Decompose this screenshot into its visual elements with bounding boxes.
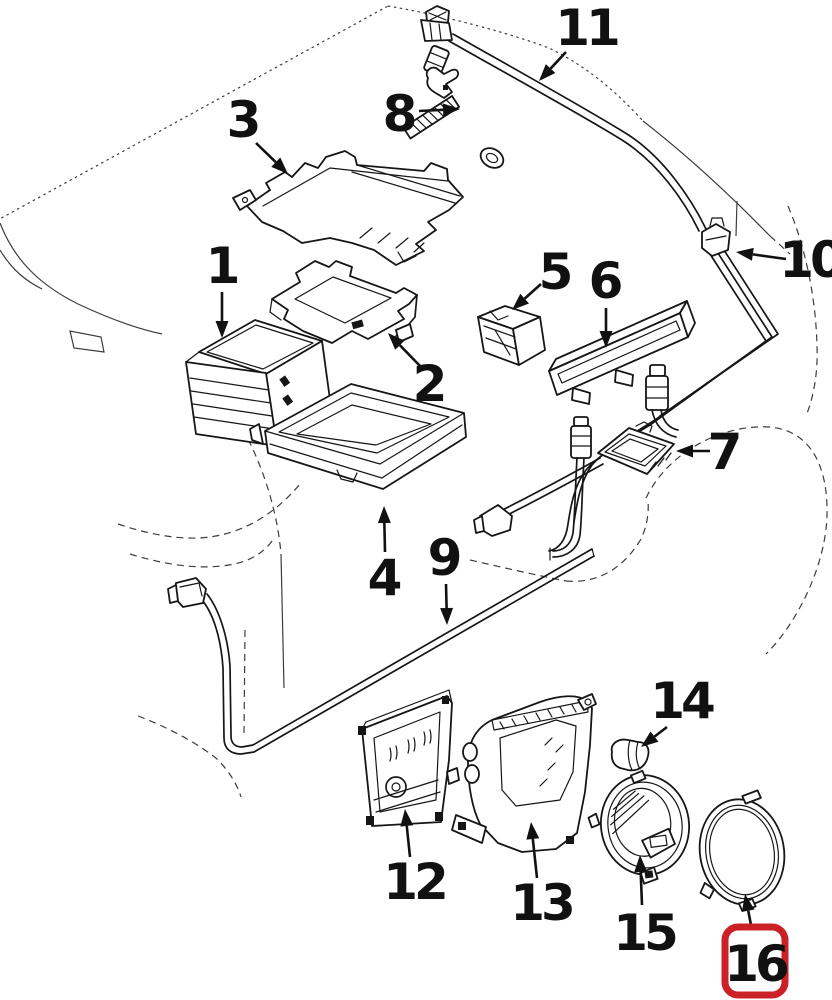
part-antenna-lead-wire [548,217,779,552]
part-trim-ring [698,789,786,912]
part-roof-bracket [232,150,464,266]
leader-line [418,108,444,113]
part-label-10[interactable]: 10 [736,231,832,289]
part-label-13[interactable]: 13 [510,822,576,932]
part-number: 2 [413,355,448,413]
part-number: 11 [555,0,618,57]
arrowhead-icon [634,855,648,873]
part-label-2[interactable]: 2 [388,333,447,413]
part-label-3[interactable]: 3 [227,91,288,174]
arrowhead-icon [377,506,391,524]
leader-line [653,725,668,738]
part-speaker-box [358,689,460,827]
part-label-6[interactable]: 6 [589,252,624,348]
part-small-module [477,305,546,366]
part-number: 6 [589,252,624,310]
leader-line [383,522,387,553]
part-label-5[interactable]: 5 [512,243,573,310]
leader-line [746,910,753,926]
part-label-12[interactable]: 12 [383,809,449,911]
part-number: 7 [708,423,743,481]
part-number: 3 [227,91,262,149]
part-number: 12 [383,853,445,911]
part-number: 13 [510,874,572,932]
part-antenna-module [473,421,675,537]
part-label-9[interactable]: 9 [428,529,463,625]
leader-line [405,825,412,858]
part-number: 15 [613,904,676,962]
leader-line [752,253,787,261]
part-round-speaker [587,769,691,885]
part-label-11[interactable]: 11 [539,0,622,81]
part-storage-tray [249,383,467,490]
part-radio-bracket [269,260,418,344]
leader-line [523,283,542,300]
part-retainer-clip [610,738,650,772]
arrowhead-icon [741,894,755,912]
part-label-7[interactable]: 7 [676,423,742,481]
highlight-box [721,923,789,999]
arrowhead-icon [215,321,229,338]
part-number: 16 [724,935,788,993]
part-number: 5 [539,243,574,301]
arrowhead-icon [440,607,454,625]
arrowhead-icon [539,64,556,81]
part-label-14[interactable]: 14 [641,672,718,747]
arrowhead-icon [388,333,405,350]
leader-line [549,51,567,70]
part-number: 4 [368,549,403,607]
part-antenna-rod [402,5,505,169]
part-speaker-wire [167,548,595,755]
part-number: 1 [206,237,241,295]
leader-line [531,838,539,879]
part-antenna-cable [448,33,707,232]
arrowhead-icon [512,293,529,310]
arrowhead-icon [271,157,288,174]
part-label-8[interactable]: 8 [383,85,460,143]
arrowhead-icon [400,809,414,827]
leader-line [255,142,277,164]
part-amplifier [548,300,696,561]
part-speaker-bracket [451,693,597,853]
part-number: 14 [650,672,714,730]
arrowhead-icon [736,247,754,261]
leader-line [639,871,644,906]
arrowhead-icon [442,103,460,117]
part-number: 9 [428,529,463,587]
part-label-15[interactable]: 15 [613,855,680,962]
part-label-4[interactable]: 4 [368,506,403,607]
arrowhead-icon [526,822,540,840]
arrowhead-icon [599,331,613,348]
part-label-16[interactable]: 16 [721,894,792,999]
arrowhead-icon [676,444,693,458]
part-number: 10 [779,231,832,289]
leader-line [444,583,448,609]
car-body-outline [0,5,828,798]
arrowhead-icon [641,731,659,747]
part-number: 8 [383,85,418,143]
part-label-1[interactable]: 1 [206,237,241,338]
leader-line [398,344,423,369]
